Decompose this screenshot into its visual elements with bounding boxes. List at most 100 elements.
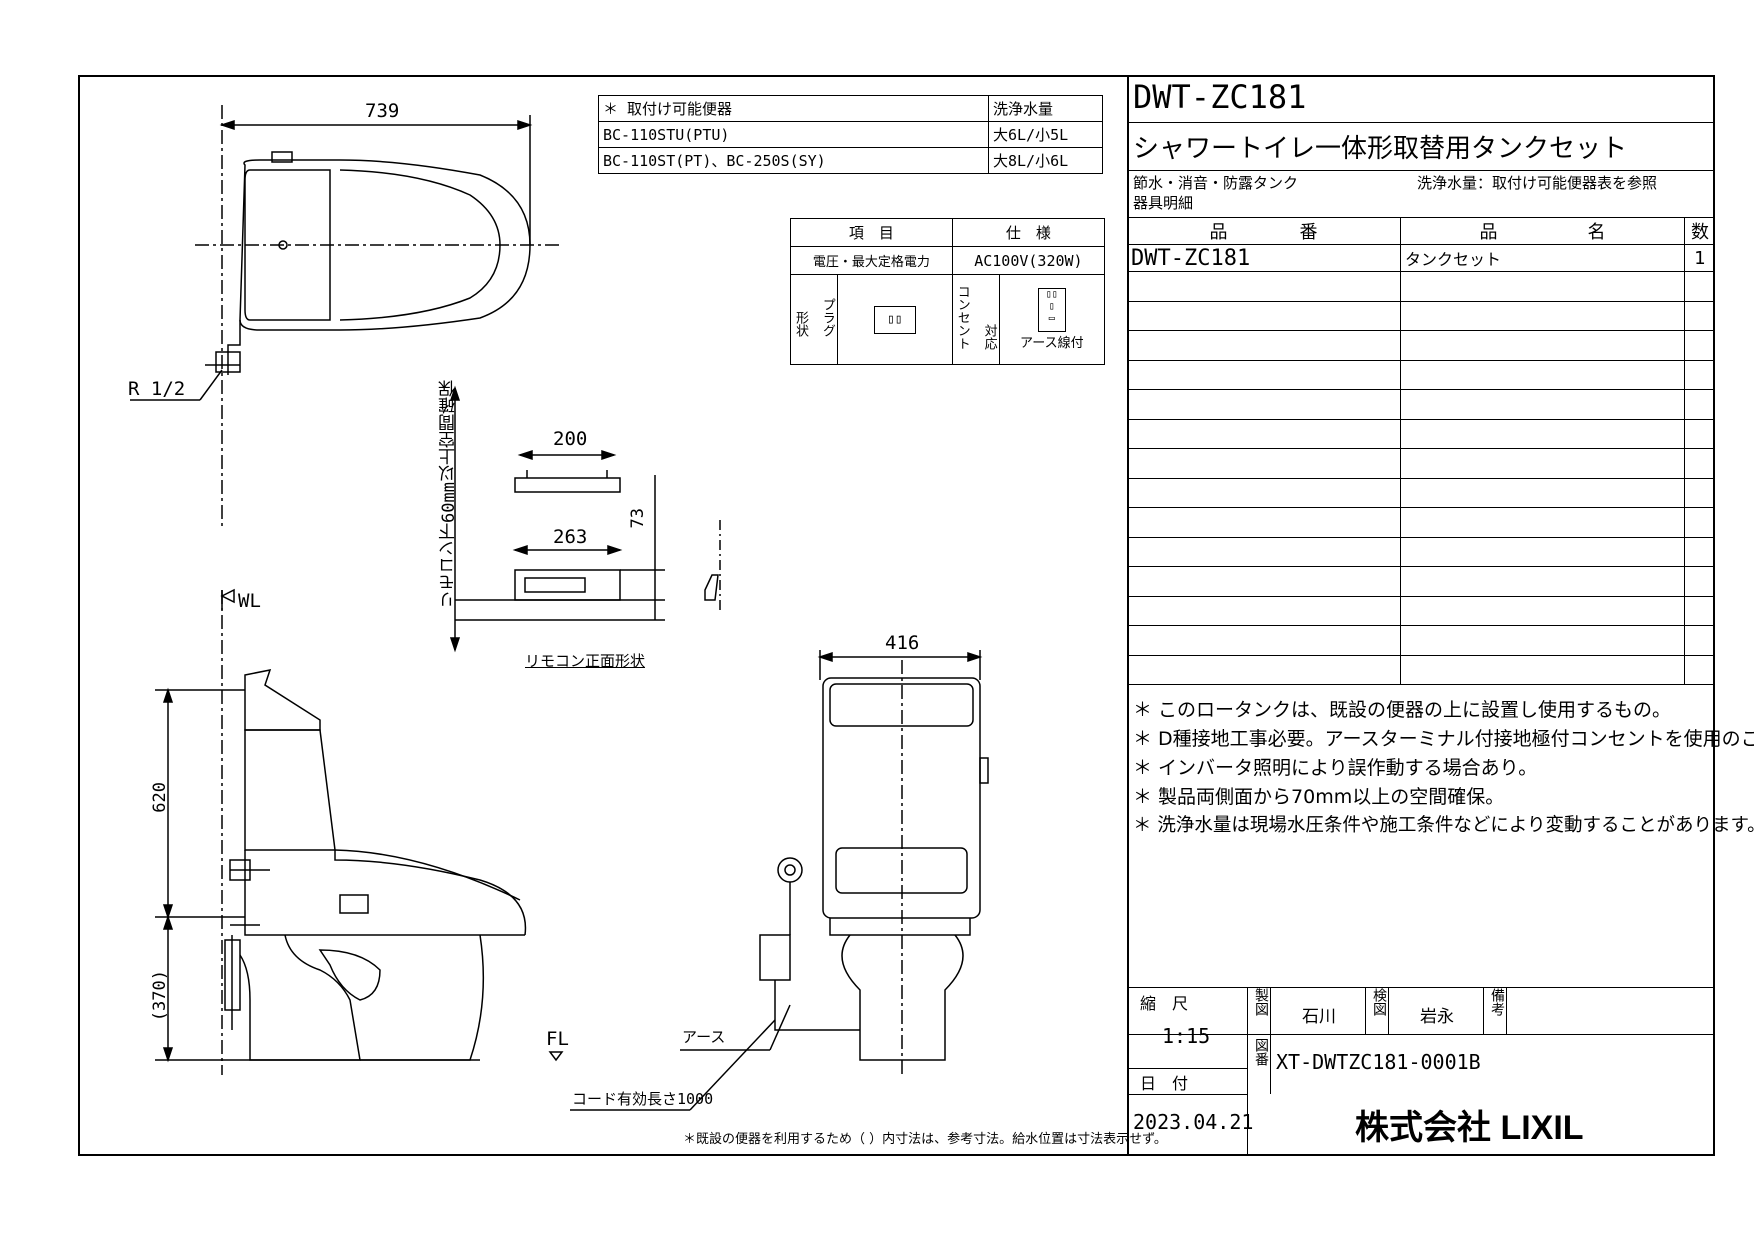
- parts-table: 品 番 品 名 数 DWT-ZC181 タンクセット 1: [1127, 217, 1715, 685]
- parts-empty-cell: [1684, 566, 1715, 597]
- parts-empty-cell: [1127, 625, 1401, 656]
- scale-value: 1:15: [1162, 1024, 1211, 1048]
- parts-row-1-name: タンクセット: [1400, 244, 1685, 272]
- parts-empty-row: [1127, 625, 1715, 656]
- parts-empty-cell: [1400, 507, 1685, 538]
- earth-label: アース: [682, 1028, 726, 1046]
- parts-empty-cell: [1684, 330, 1715, 361]
- parts-empty-cell: [1127, 389, 1401, 420]
- compat-header-volume: 洗浄水量: [988, 95, 1103, 122]
- dim-73: 73: [628, 508, 648, 529]
- parts-empty-cell: [1127, 300, 1401, 331]
- parts-empty-rows: [1127, 271, 1715, 685]
- spec-voltage-value: AC100V(320W): [951, 246, 1106, 275]
- spec-plug-label: プラグ: [819, 298, 835, 337]
- compat-header-toilet: ＊ 取付け可能便器: [598, 95, 989, 122]
- note-3: ＊ インバータ照明により誤作動する場合あり。: [1133, 757, 1538, 779]
- remote-front-label: リモコン正面形状: [525, 652, 646, 670]
- drawing-number: XT-DWTZC181-0001B: [1276, 1050, 1481, 1074]
- note-4: ＊ 製品両側面から70mm以上の空間確保。: [1133, 786, 1505, 808]
- note-5: ＊ 洗浄水量は現場水圧条件や施工条件などにより変動することがあります。: [1133, 815, 1754, 836]
- parts-empty-cell: [1400, 330, 1685, 361]
- parts-empty-cell: [1400, 389, 1685, 420]
- date-value: 2023.04.21: [1133, 1110, 1254, 1134]
- remote-top-view: [514, 477, 621, 493]
- drawn-label: 製図: [1253, 988, 1269, 1016]
- model-number: DWT-ZC181: [1133, 78, 1307, 116]
- drawing-no-label: 図番: [1253, 1038, 1269, 1066]
- parts-empty-cell: [1400, 300, 1685, 331]
- parts-empty-cell: [1684, 359, 1715, 390]
- parts-header-qty: 数: [1684, 217, 1715, 245]
- compat-volume-1: 大6L/小5L: [988, 121, 1103, 148]
- parts-header-name: 品 名: [1400, 217, 1685, 245]
- parts-empty-cell: [1127, 359, 1401, 390]
- parts-empty-row: [1127, 448, 1715, 479]
- dim-200: 200: [553, 428, 588, 450]
- parts-empty-row: [1127, 566, 1715, 597]
- parts-empty-cell: [1684, 300, 1715, 331]
- parts-row-1-no: DWT-ZC181: [1127, 244, 1401, 272]
- parts-empty-cell: [1127, 477, 1401, 508]
- parts-row-1-qty: 1: [1684, 244, 1715, 272]
- parts-empty-cell: [1684, 418, 1715, 449]
- feature-text: 節水・消音・防露タンク: [1133, 174, 1299, 192]
- parts-empty-row: [1127, 359, 1715, 390]
- parts-empty-row: [1127, 507, 1715, 538]
- parts-empty-cell: [1400, 448, 1685, 479]
- spec-shape-label: 形状: [793, 311, 808, 337]
- compat-toilet-1: BC-110STU(PTU): [598, 121, 989, 148]
- outlet-icon: ▯▯▯▭: [1037, 288, 1066, 332]
- scale-label: 縮 尺: [1140, 994, 1189, 1013]
- dim-370: (370): [150, 970, 170, 1022]
- parts-empty-row: [1127, 330, 1715, 361]
- parts-empty-row: [1127, 300, 1715, 331]
- compat-volume-2: 大8L/小6L: [988, 147, 1103, 174]
- parts-empty-cell: [1684, 536, 1715, 567]
- remote-space-label: リモコン下60mm以上空間確保: [439, 380, 459, 608]
- spec-outlet-label: コンセント: [954, 285, 970, 350]
- parts-empty-row: [1127, 389, 1715, 420]
- parts-empty-cell: [1400, 359, 1685, 390]
- parts-empty-cell: [1127, 654, 1401, 685]
- compat-toilet-2: BC-110ST(PT)、BC-250S(SY): [598, 147, 989, 174]
- parts-empty-cell: [1127, 595, 1401, 626]
- parts-empty-row: [1127, 595, 1715, 626]
- dim-263: 263: [553, 526, 588, 548]
- parts-list-title: 器具明細: [1133, 194, 1194, 212]
- parts-empty-cell: [1127, 536, 1401, 567]
- parts-empty-cell: [1127, 448, 1401, 479]
- parts-empty-cell: [1684, 477, 1715, 508]
- bottom-note: ＊既設の便器を利用するため（ ）内寸法は、参考寸法。給水位置は寸法表示せず。: [683, 1132, 1167, 1147]
- spec-header-item: 項 目: [790, 218, 953, 247]
- remote-front-view: [514, 569, 621, 601]
- cord-length-label: コード有効長さ1000: [572, 1090, 714, 1108]
- spec-voltage-label: 電圧・最大定格電力: [790, 246, 953, 275]
- parts-header-no: 品 番: [1127, 217, 1401, 245]
- label-r-half: R 1/2: [128, 378, 186, 400]
- date-label: 日 付: [1140, 1074, 1189, 1093]
- parts-empty-cell: [1127, 566, 1401, 597]
- parts-empty-row: [1127, 536, 1715, 567]
- parts-empty-cell: [1400, 625, 1685, 656]
- parts-empty-cell: [1400, 271, 1685, 302]
- parts-empty-cell: [1400, 654, 1685, 685]
- parts-empty-cell: [1684, 448, 1715, 479]
- spec-table: 項 目 仕 様 電圧・最大定格電力 AC100V(320W) 形状 プラグ ▯▯…: [790, 218, 1106, 365]
- parts-empty-row: [1127, 418, 1715, 449]
- checked-label: 検図: [1371, 988, 1387, 1016]
- parts-empty-cell: [1127, 418, 1401, 449]
- drawn-by: 石川: [1302, 1007, 1336, 1027]
- checked-by: 岩永: [1420, 1007, 1454, 1027]
- dim-739: 739: [365, 100, 400, 122]
- parts-empty-cell: [1400, 418, 1685, 449]
- parts-empty-cell: [1400, 595, 1685, 626]
- water-volume-note: 洗浄水量：取付け可能便器表を参照: [1417, 174, 1658, 192]
- company-logo: 株式会社 LIXIL: [1355, 1109, 1584, 1147]
- compat-table: ＊ 取付け可能便器 洗浄水量 BC-110STU(PTU) 大6L/小5L BC…: [598, 95, 1103, 174]
- parts-empty-cell: [1684, 595, 1715, 626]
- product-name: シャワートイレ一体形取替用タンクセット: [1133, 134, 1628, 164]
- parts-empty-row: [1127, 477, 1715, 508]
- dim-620: 620: [150, 782, 170, 813]
